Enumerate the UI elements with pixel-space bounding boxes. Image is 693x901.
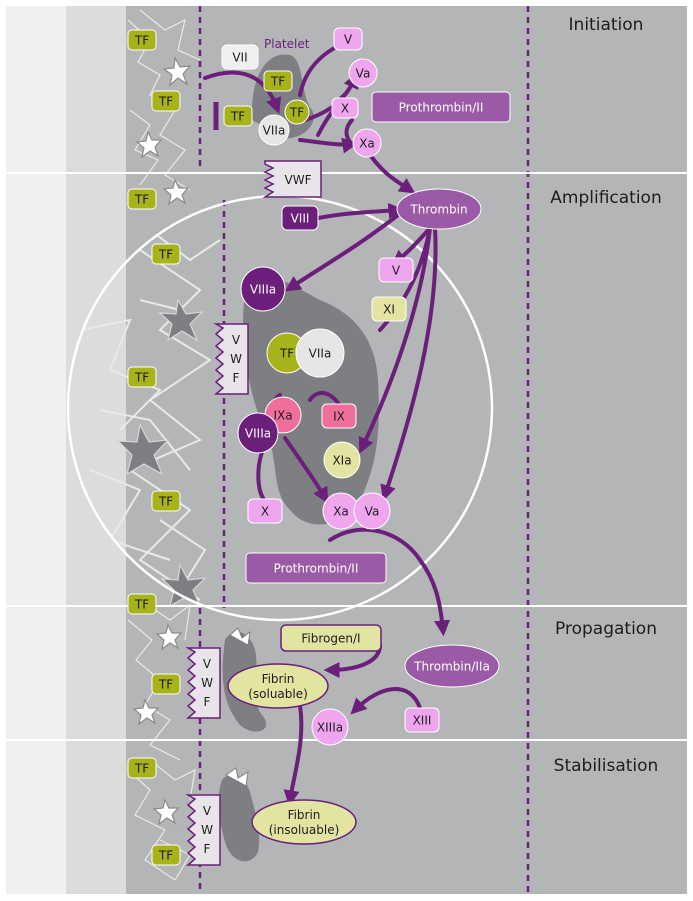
vwf-w-label: W — [201, 823, 213, 837]
x-label: X — [261, 505, 269, 519]
tf-label: TF — [134, 371, 149, 385]
x-label: X — [341, 102, 349, 116]
thrombin-iia-label: Thrombin/IIa — [413, 660, 490, 674]
viii-label: VIII — [291, 212, 310, 226]
stabilisation-platelet — [218, 774, 260, 862]
vwf-w-label: W — [201, 676, 213, 690]
ixa-label: IXa — [273, 409, 292, 423]
magnified-endothelium — [79, 229, 221, 601]
fibrinogen-label: Fibrogen/I — [301, 632, 360, 646]
stage-separators — [6, 172, 687, 741]
vwf-v-label: V — [203, 657, 212, 671]
vwf-label: VWF — [285, 173, 312, 187]
fibrin-insoluble-label: Fibrin — [288, 808, 321, 822]
platelet-label: Platelet — [264, 37, 310, 51]
fibrin-insoluble-sub-label: (insoluable) — [269, 823, 340, 837]
tf-label: TF — [230, 110, 245, 124]
vessel-lumen-panel — [126, 6, 687, 894]
vwf-f-label: F — [204, 695, 211, 709]
thrombin-label: Thrombin — [409, 203, 467, 217]
vwf-v-label: V — [203, 804, 212, 818]
vwf-f-label: F — [204, 842, 211, 856]
tf-nodes: TF TF TF TF TF TF TF TF TF TF — [127, 29, 181, 866]
tf-label: TF — [279, 347, 294, 361]
outer-tissue-band — [6, 6, 66, 894]
v-label: V — [344, 33, 353, 47]
stage-stabilisation-label: Stabilisation — [554, 756, 659, 776]
vwf-v-label: V — [232, 333, 241, 347]
vwf-w-label: W — [230, 352, 242, 366]
tf-label: TF — [158, 495, 173, 509]
xi-label: XI — [383, 303, 395, 317]
xa-label: Xa — [359, 137, 375, 151]
v-label: V — [392, 264, 401, 278]
initiation-factors: VII TF TF TF VIIa V Va X Xa Prothrombin/… — [221, 27, 511, 158]
tf-label: TF — [158, 849, 173, 863]
tf-label: TF — [134, 193, 149, 207]
stage-amplification-label: Amplification — [550, 188, 661, 208]
ix-label: IX — [333, 410, 345, 424]
xiii-label: XIII — [413, 714, 432, 728]
stage-initiation-label: Initiation — [569, 15, 644, 35]
tf-label: TF — [134, 34, 149, 48]
xia-label: XIa — [332, 454, 351, 468]
tf-label: TF — [270, 75, 285, 89]
tf-label: TF — [289, 106, 304, 120]
amplification-factors: VWF VIII Thrombin VIIIa V XI V W F TF VI… — [213, 160, 482, 584]
viia-label: VIIa — [309, 347, 332, 361]
prothrombin-label: Prothrombin/II — [274, 562, 359, 576]
fibrin-soluble-label: Fibrin — [262, 672, 295, 686]
tf-label: TF — [158, 95, 173, 109]
tf-label: TF — [158, 248, 173, 262]
damage-stars — [132, 56, 192, 826]
vii-label: VII — [232, 51, 247, 65]
viiia-label: VIIIa — [245, 427, 271, 441]
tf-label: TF — [134, 762, 149, 776]
platelet-spikes — [225, 627, 251, 787]
fibrin-soluble-sub-label: (soluable) — [248, 687, 308, 701]
va-label: Va — [356, 67, 371, 81]
stage-propagation-label: Propagation — [555, 619, 657, 639]
viiia-label: VIIIa — [250, 283, 276, 297]
vwf-f-label: F — [233, 371, 240, 385]
va-label: Va — [365, 505, 380, 519]
xiiia-label: XIIIa — [317, 721, 343, 735]
xa-label: Xa — [333, 505, 349, 519]
viia-label: VIIa — [263, 124, 286, 138]
stabilisation-factors: V W F Fibrin (insoluable) — [185, 794, 357, 866]
prothrombin-label: Prothrombin/II — [399, 101, 484, 115]
inner-tissue-band — [66, 6, 126, 894]
tf-label: TF — [158, 678, 173, 692]
propagation-factors: Fibrogen/I Thrombin/IIa V W F Fibrin (so… — [185, 624, 500, 746]
tf-label: TF — [134, 598, 149, 612]
